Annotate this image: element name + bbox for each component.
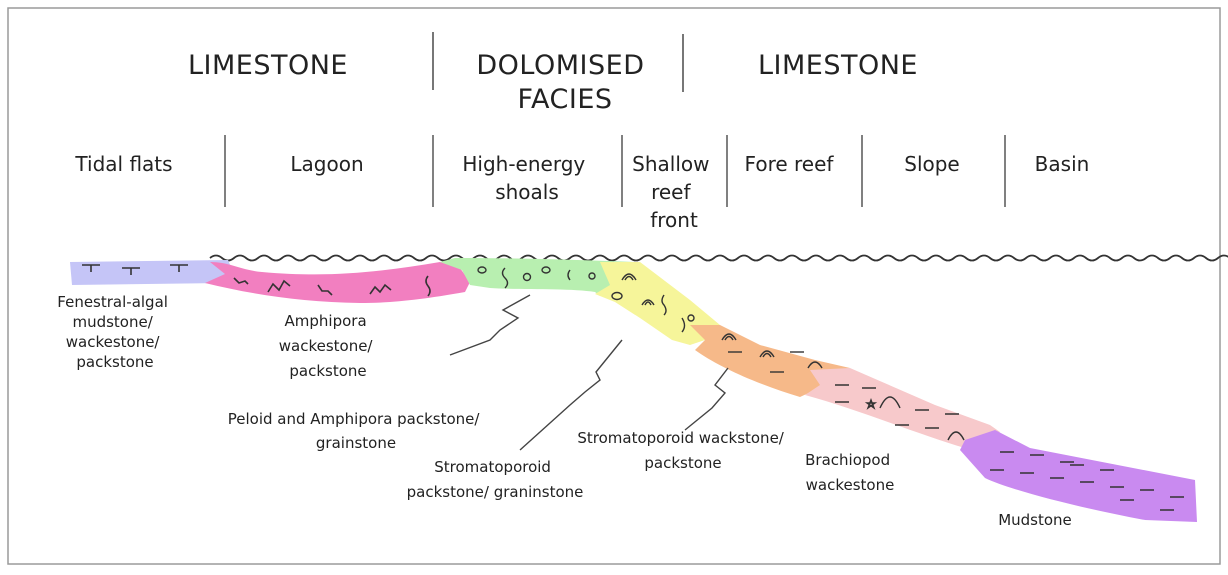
env-tidal-flats: Tidal flats	[74, 152, 172, 176]
env-slope: Slope	[904, 152, 960, 176]
env-fore-reef: Fore reef	[745, 152, 835, 176]
header-limestone-left: LIMESTONE	[188, 50, 348, 81]
env-basin: Basin	[1035, 152, 1090, 176]
facies-belt-tidal-flats	[70, 260, 233, 285]
label-mudstone: Mudstone	[998, 511, 1072, 529]
label-amphipora: Amphipora wackestone/ packstone	[279, 312, 378, 380]
header-limestone-right: LIMESTONE	[758, 50, 918, 81]
env-lagoon: Lagoon	[290, 152, 363, 176]
